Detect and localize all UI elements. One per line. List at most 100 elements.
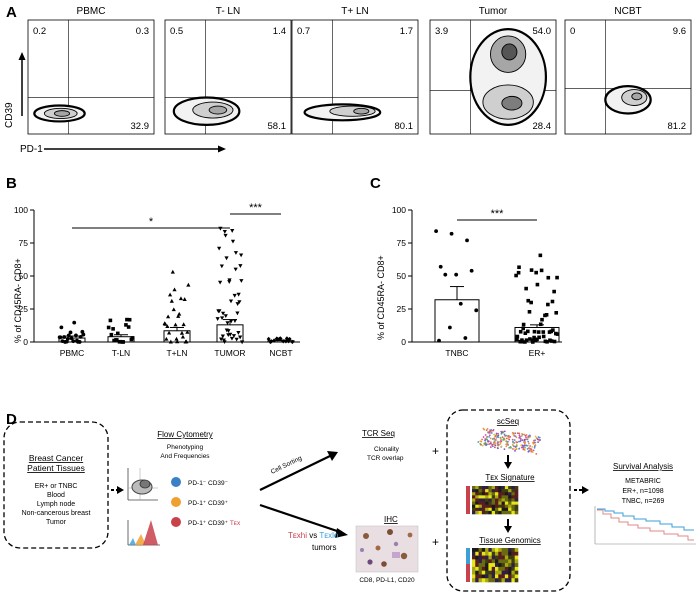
heatmap-cell (485, 495, 489, 499)
heatmap-cell (475, 498, 479, 502)
umap-point (484, 434, 487, 436)
heatmap-cell (478, 489, 483, 493)
data-point (539, 268, 544, 273)
heatmap-cell (511, 555, 516, 560)
heatmap-cell (485, 489, 489, 493)
data-point (232, 293, 237, 298)
umap-point (518, 432, 521, 435)
umap-point (503, 448, 506, 450)
heatmap-cell (481, 510, 486, 515)
heatmap-cell (475, 570, 479, 575)
data-point (217, 246, 222, 251)
data-point (219, 264, 224, 269)
heatmap-cell (501, 510, 506, 515)
heatmap-cell (504, 510, 509, 515)
heatmap-cell (514, 504, 519, 509)
data-point (219, 316, 225, 321)
umap-point (495, 432, 498, 435)
pd1-axis-label: PD-1 (20, 144, 43, 155)
heatmap-cell (485, 498, 489, 502)
heatmap-cell (481, 574, 486, 579)
data-point (529, 300, 533, 305)
ihc-title: IHC (384, 515, 398, 524)
heatmap-cell (472, 574, 476, 579)
umap-point (489, 437, 492, 440)
heatmap-cell (501, 574, 506, 579)
heatmap-cell (514, 495, 519, 499)
heatmap-cell (472, 566, 476, 571)
heatmap-cell (475, 551, 479, 556)
x-tick-label: ER+ (529, 348, 546, 358)
signature-sidebar (466, 486, 470, 514)
umap-point (502, 438, 505, 441)
survival-title: Survival Analysis (613, 462, 673, 471)
heatmap-cell (495, 486, 499, 490)
heatmap-cell (478, 570, 483, 575)
x-tick-label: NCBT (269, 348, 292, 358)
heatmap-cell (495, 578, 499, 583)
heatmap-cell (511, 574, 516, 579)
umap-point (530, 449, 532, 452)
data-point (222, 229, 227, 234)
heatmap-cell (488, 507, 493, 512)
data-point (74, 333, 78, 338)
umap-point (537, 436, 540, 438)
data-point (515, 337, 519, 342)
umap-point (511, 431, 514, 434)
heatmap-cell (511, 570, 516, 575)
data-point (538, 253, 543, 258)
umap-point (520, 435, 523, 437)
heatmap-cell (514, 563, 519, 568)
data-point (186, 282, 191, 287)
metabric-label: METABRIC (625, 478, 661, 485)
data-point (272, 338, 277, 343)
data-point (238, 264, 243, 268)
umap-point (505, 437, 508, 440)
heatmap-cell (504, 498, 509, 502)
umap-point (537, 441, 539, 444)
significance-star: * (149, 216, 154, 228)
heatmap-cell (498, 570, 502, 575)
umap-point (477, 441, 480, 443)
data-point (554, 310, 559, 315)
data-point (124, 323, 128, 327)
y-tick-label: 75 (19, 238, 29, 248)
data-point (238, 335, 243, 340)
data-point (555, 275, 559, 280)
data-point (227, 280, 232, 284)
umap-point (523, 443, 526, 445)
data-point (72, 320, 77, 325)
umap-point (512, 433, 515, 436)
heatmap-cell (481, 486, 486, 490)
umap-point (497, 432, 499, 435)
heatmap-cell (472, 492, 476, 496)
tissues-box (3, 421, 109, 549)
ihc-image (355, 525, 419, 573)
umap-point (528, 447, 530, 449)
umap-point (525, 438, 527, 441)
heatmap-cell (481, 495, 486, 499)
quadrant-ul-value: 0.7 (297, 26, 310, 37)
heatmap-cell (491, 501, 496, 505)
umap-point (486, 443, 489, 446)
data-point (474, 308, 479, 313)
data-point (108, 318, 113, 323)
data-point (515, 334, 520, 339)
data-point (163, 321, 168, 326)
data-point (69, 336, 74, 341)
data-point (240, 340, 245, 345)
heatmap-cell (491, 486, 496, 490)
heatmap-cell (504, 489, 509, 493)
umap-point (497, 447, 499, 450)
flow-plot-title: T- LN (216, 6, 240, 17)
heatmap-cell (514, 566, 519, 571)
umap-point (488, 431, 491, 433)
data-point (286, 338, 291, 344)
heatmap-cell (488, 555, 493, 560)
umap-plot (477, 427, 542, 455)
data-point (543, 339, 548, 344)
umap-point (485, 429, 488, 432)
tissues-title-1: Breast Cancer (29, 453, 83, 463)
umap-point (487, 440, 490, 443)
heatmap-cell (481, 489, 486, 493)
